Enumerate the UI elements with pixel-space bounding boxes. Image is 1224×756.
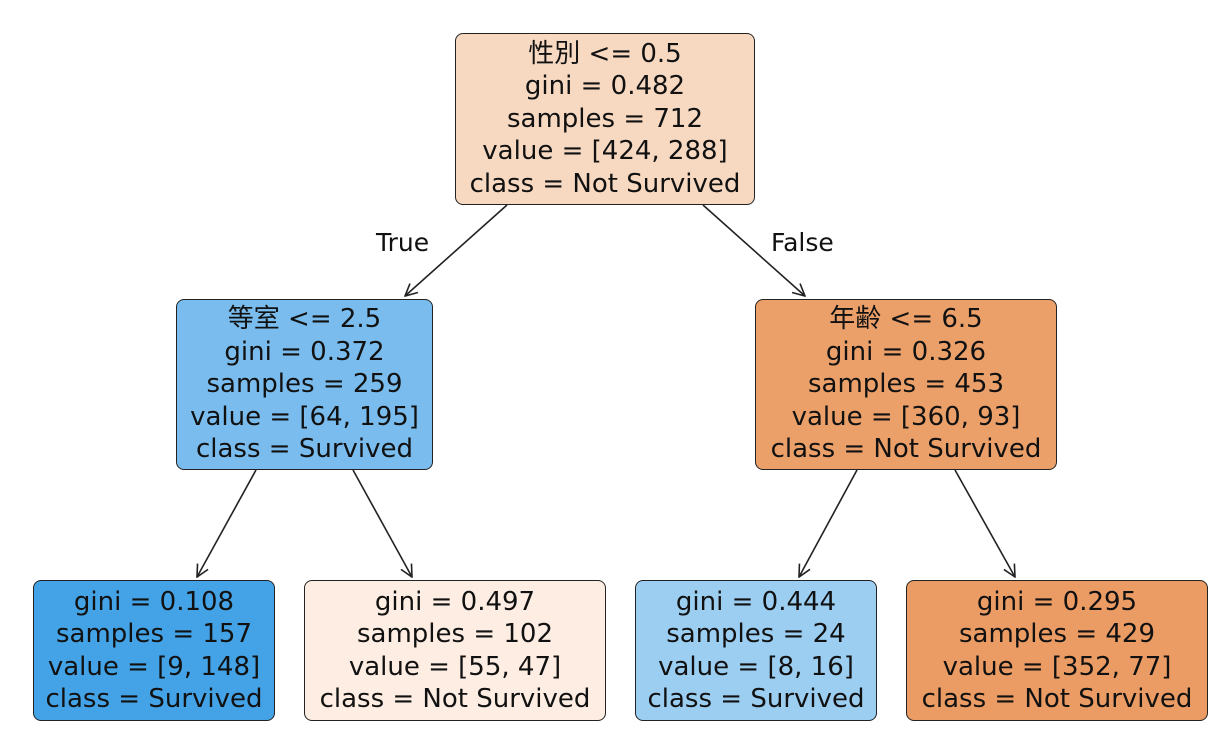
edge-right-to-leaf-rr	[954, 469, 1015, 577]
edge-root-to-right	[702, 204, 805, 296]
tree-leaf-left-left: gini = 0.108 samples = 157 value = [9, 1…	[33, 580, 275, 721]
tree-leaf-right-right: gini = 0.295 samples = 429 value = [352,…	[906, 580, 1208, 721]
node-samples: samples = 453	[807, 369, 1004, 400]
node-class: class = Survived	[45, 684, 263, 714]
node-class: class = Survived	[647, 684, 865, 714]
node-value: value = [8, 16]	[658, 651, 854, 682]
node-value: value = [55, 47]	[348, 651, 562, 682]
node-gini: gini = 0.482	[524, 71, 686, 102]
node-samples: samples = 102	[356, 619, 553, 649]
node-gini: gini = 0.108	[73, 586, 235, 617]
edge-label-false: False	[771, 228, 834, 257]
edge-left-to-leaf-ll	[197, 469, 257, 577]
node-value: value = [424, 288]	[482, 136, 728, 167]
node-gini: gini = 0.497	[374, 586, 536, 617]
node-value: value = [64, 195]	[190, 401, 419, 432]
tree-node-left: 等室 <= 2.5 gini = 0.372 samples = 259 val…	[176, 299, 433, 470]
node-class: class = Survived	[195, 434, 414, 465]
edge-right-to-leaf-rl	[799, 469, 858, 577]
node-value: value = [9, 148]	[47, 651, 261, 682]
edge-left-to-leaf-lr	[352, 469, 412, 577]
node-gini: gini = 0.444	[675, 586, 837, 617]
node-class: class = Not Survived	[469, 168, 741, 199]
node-class: class = Not Survived	[921, 684, 1193, 714]
node-condition: 等室 <= 2.5	[227, 304, 382, 335]
node-value: value = [360, 93]	[791, 401, 1021, 432]
node-class: class = Not Survived	[319, 684, 591, 714]
node-samples: samples = 24	[666, 619, 846, 649]
node-condition: 年齢 <= 6.5	[829, 304, 983, 335]
node-gini: gini = 0.326	[825, 336, 987, 367]
node-value: value = [352, 77]	[942, 651, 1172, 682]
node-gini: gini = 0.295	[976, 586, 1138, 617]
tree-node-root: 性別 <= 0.5 gini = 0.482 samples = 712 val…	[455, 33, 755, 205]
node-condition: 性別 <= 0.5	[528, 38, 682, 69]
tree-node-right: 年齢 <= 6.5 gini = 0.326 samples = 453 val…	[755, 299, 1057, 470]
tree-leaf-left-right: gini = 0.497 samples = 102 value = [55, …	[304, 580, 606, 721]
node-samples: samples = 157	[55, 619, 252, 649]
node-gini: gini = 0.372	[224, 336, 385, 367]
edge-label-true: True	[376, 228, 430, 257]
node-class: class = Not Survived	[770, 434, 1042, 465]
tree-leaf-right-left: gini = 0.444 samples = 24 value = [8, 16…	[635, 580, 877, 721]
node-samples: samples = 429	[958, 619, 1155, 649]
node-samples: samples = 259	[206, 369, 403, 400]
node-samples: samples = 712	[506, 103, 703, 134]
edge-root-to-left	[405, 204, 508, 296]
